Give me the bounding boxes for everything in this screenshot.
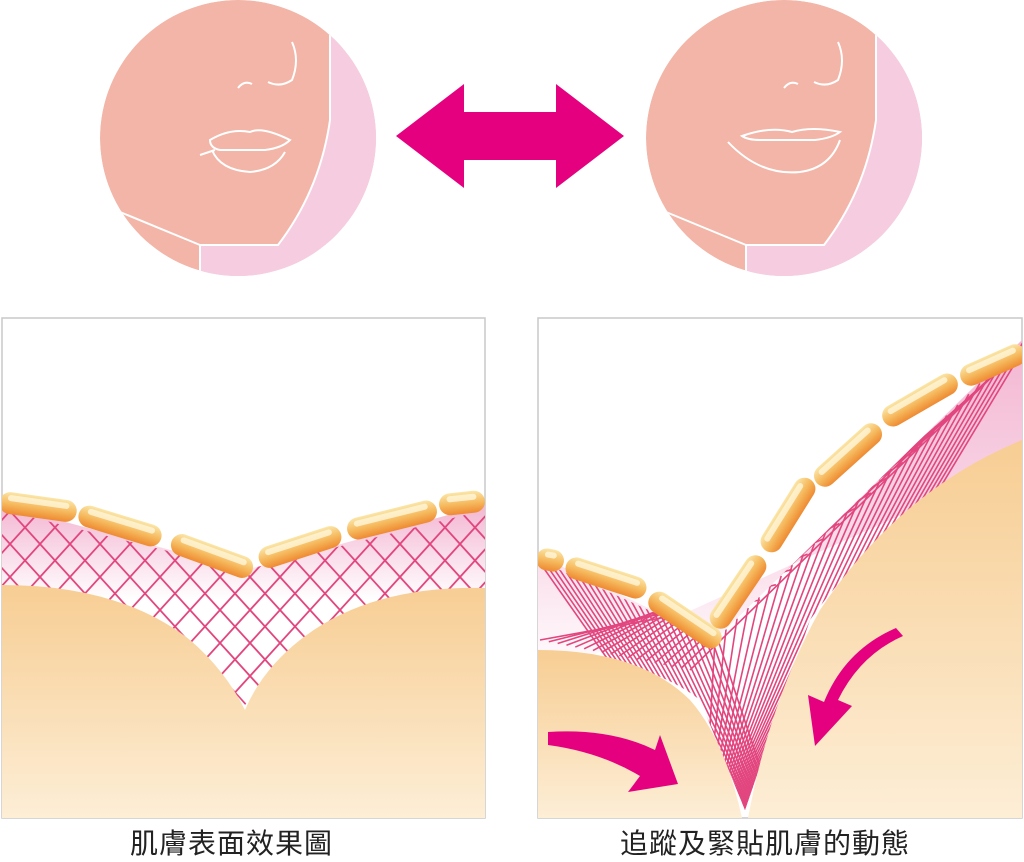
skin-capsule (347, 500, 437, 540)
skin-capsule (2, 492, 77, 522)
skin-capsule (648, 591, 722, 649)
mesh-line (718, 532, 827, 810)
skin-flesh-left (2, 585, 485, 818)
skin-capsule (960, 344, 1022, 386)
skin-capsule (538, 548, 564, 572)
skin-capsule (882, 373, 958, 427)
face-before-icon (100, 0, 376, 276)
skin-capsule (78, 505, 162, 547)
skin-capsule (565, 557, 647, 599)
mesh-line (719, 522, 838, 810)
mesh-line (723, 490, 871, 810)
caption-tracking-skin: 追蹤及緊貼肌膚的動態 (620, 827, 911, 860)
mesh-line (2, 510, 81, 705)
skin-capsule (709, 555, 767, 629)
mesh-line (449, 510, 485, 705)
mesh-line (720, 511, 849, 810)
mesh-line (689, 340, 1022, 671)
compress-arrow-left-icon (548, 731, 678, 792)
mesh-line (716, 543, 816, 810)
skin-tracking-panel-right (537, 317, 1023, 819)
double-headed-arrow-icon (396, 84, 624, 188)
mesh-line (2, 510, 51, 705)
mesh-line (419, 510, 485, 705)
mesh-line (389, 510, 485, 705)
face-after-icon (646, 0, 922, 276)
skin-capsule (813, 423, 883, 487)
mesh-line (722, 500, 860, 810)
skin-capsule (760, 477, 816, 553)
skin-flesh-right-left (538, 650, 742, 818)
skin-capsules-right (538, 344, 1022, 649)
mesh-line (715, 554, 805, 810)
diagram-canvas (1, 0, 1023, 819)
skin-surface-panel-left (1, 317, 486, 819)
skin-capsule (439, 490, 485, 516)
skin-capsule (170, 534, 254, 578)
skin-capsule (258, 526, 342, 568)
caption-skin-surface: 肌膚表面效果圖 (130, 827, 334, 860)
skin-capsules-left (2, 490, 485, 578)
compress-arrow-right-icon (808, 628, 903, 746)
